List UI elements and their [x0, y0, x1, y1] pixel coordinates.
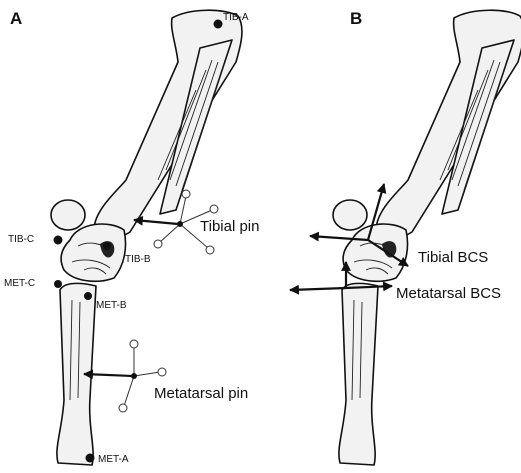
met-c-marker — [54, 280, 62, 288]
tibial-pin-arrow — [134, 220, 178, 224]
tib-c-label: TIB-C — [8, 234, 34, 245]
tib-a-marker — [214, 20, 223, 29]
panel-a-letter: A — [10, 9, 22, 28]
panel-b: B Tibial BCS Metatarsal BCS — [290, 9, 521, 465]
metatarsal-bcs-label: Metatarsal BCS — [396, 285, 501, 302]
tib-c-marker — [54, 236, 63, 245]
tib-a-label: TIB-A — [223, 12, 249, 23]
met-b-marker — [84, 292, 92, 300]
tibial-pin-label: Tibial pin — [200, 218, 259, 235]
met-a-label: MET-A — [98, 454, 129, 465]
panel-b-leg-bones — [333, 10, 521, 465]
panel-b-letter: B — [350, 9, 362, 28]
met-a-marker — [86, 454, 95, 463]
tibial-bcs-label: Tibial BCS — [418, 249, 488, 266]
met-c-label: MET-C — [4, 278, 35, 289]
tib-b-label: TIB-B — [125, 254, 151, 265]
tib-b-marker — [103, 242, 111, 250]
met-b-label: MET-B — [96, 300, 127, 311]
metatarsal-pin-label: Metatarsal pin — [154, 385, 248, 402]
panel-a: A TIB-A TIB-B TIB-C MET-C MET-B MET-A Ti… — [4, 9, 259, 465]
